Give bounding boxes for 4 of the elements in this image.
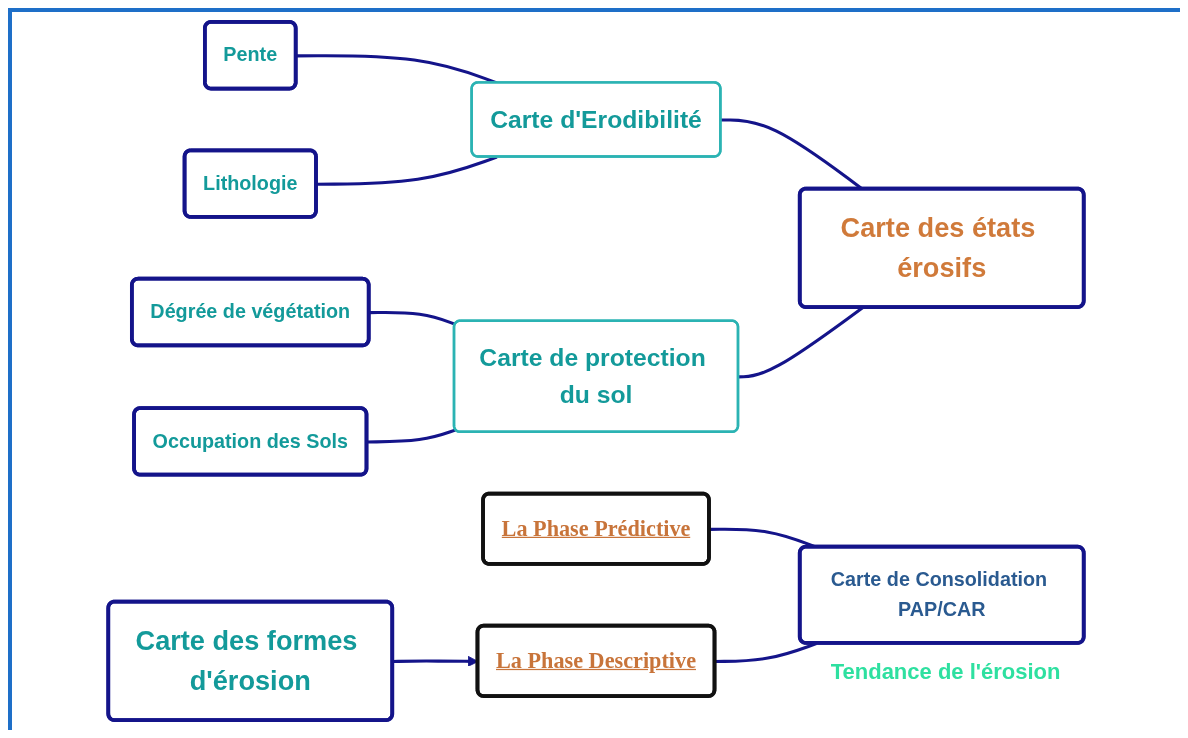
connector	[715, 642, 817, 663]
node-caption: Tendance de l'érosion	[830, 658, 1061, 685]
connector	[369, 310, 456, 326]
connector	[367, 428, 457, 444]
